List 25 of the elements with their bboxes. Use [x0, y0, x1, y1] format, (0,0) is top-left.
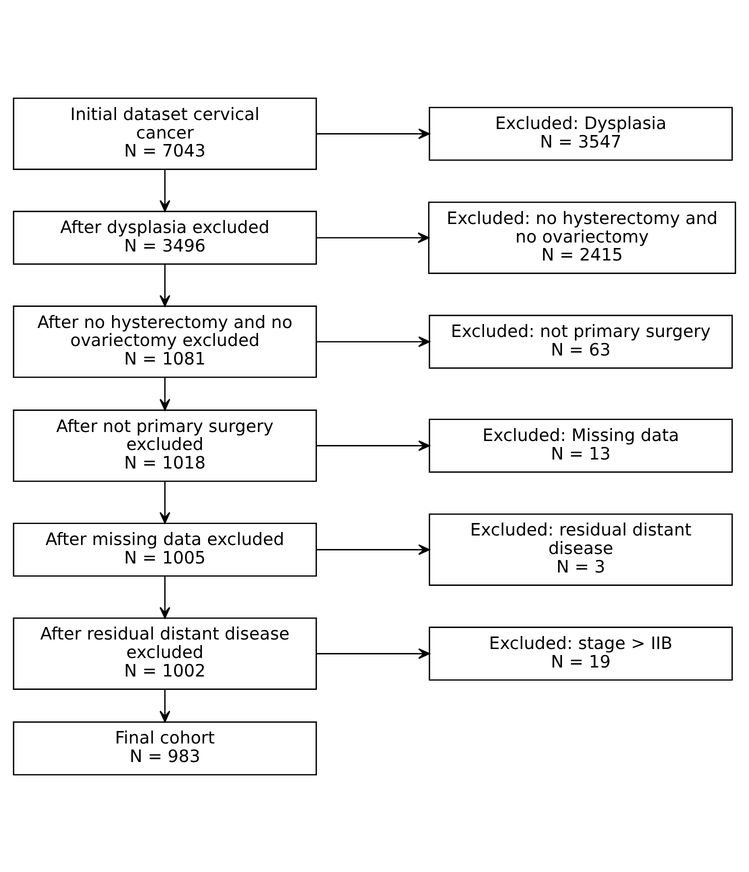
arrow — [316, 128, 430, 139]
node-box: After missing data excluded N = 1005 — [12, 522, 317, 576]
arrow — [316, 336, 430, 347]
node-box: After residual distant disease excluded N = 1002 — [12, 616, 317, 690]
node-box: Excluded: Missing data N = 13 — [428, 418, 733, 472]
arrow — [316, 232, 430, 243]
arrow — [160, 481, 170, 524]
node-box: After not primary surgery excluded N = 1018 — [12, 409, 317, 482]
arrow — [160, 264, 170, 306]
node-box: Excluded: no hysterectomy and no ovariectomy N = 2415 — [428, 201, 736, 274]
node-box: After dysplasia excluded N = 3496 — [12, 210, 317, 264]
node-box: Final cohort N = 983 — [12, 720, 317, 775]
node-box: Excluded: Dysplasia N = 3547 — [428, 106, 733, 160]
arrow — [316, 440, 430, 451]
node-box: Excluded: not primary surgery N = 63 — [428, 314, 733, 368]
arrow — [160, 169, 170, 212]
node-box: Excluded: stage > IIB N = 19 — [428, 626, 733, 680]
node-box: After no hysterectomy and no ovariectomy excluded N = 1081 — [12, 305, 317, 378]
arrow — [160, 576, 170, 618]
node-box: Excluded: residual distant disease N = 3 — [428, 513, 733, 586]
node-box: Initial dataset cervical cancer N = 7043 — [12, 97, 317, 170]
arrow — [316, 648, 430, 659]
arrow — [160, 377, 170, 410]
arrow — [160, 688, 170, 722]
arrow — [316, 544, 430, 555]
